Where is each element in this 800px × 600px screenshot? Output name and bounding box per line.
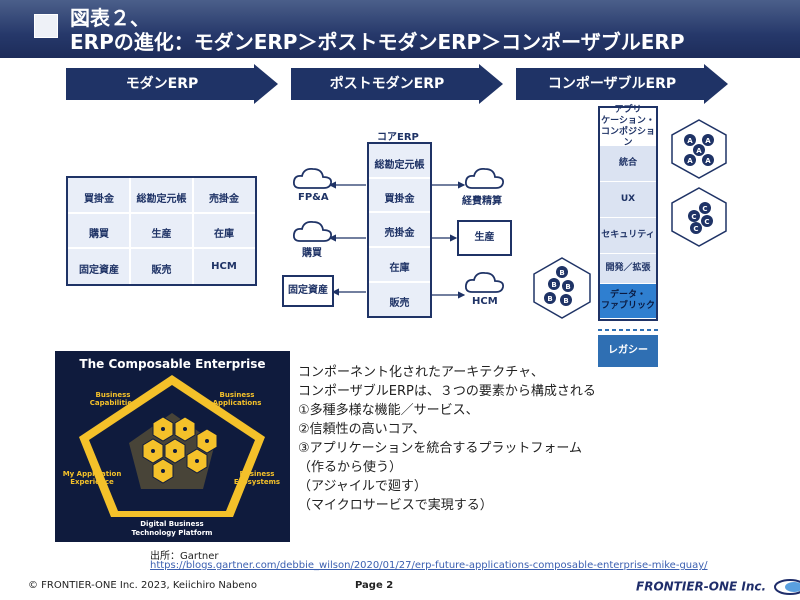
core-erp-item: 買掛金 (384, 194, 415, 205)
ce-title: The Composable Enterprise (79, 357, 266, 371)
legacy-dashes (598, 329, 658, 331)
logo-ellipse-icon (774, 579, 800, 595)
cloud-icon (292, 220, 332, 242)
hex-letter: C (702, 205, 707, 213)
hex-letter: C (693, 225, 698, 233)
hex-letter: B (565, 283, 570, 291)
arrow-composable-erp: コンポーザブルERP (516, 64, 728, 104)
desc-line: コンポーザブルERPは、３つの要素から構成される (298, 384, 596, 399)
cloud-icon (292, 167, 332, 189)
footer-page-number: Page 2 (355, 580, 394, 591)
arrow-composable-erp-label: コンポーザブルERP (547, 76, 677, 92)
stack-integration: 統合 (600, 146, 656, 182)
modern-cell: 販売 (151, 265, 172, 276)
arrow-modern-erp: モダンERP (66, 64, 278, 104)
modern-cell: HCM (211, 261, 237, 272)
cloud-icon (464, 271, 504, 293)
core-erp-item: 売掛金 (384, 228, 415, 239)
desc-line: ③アプリケーションを統合するプラットフォーム (298, 441, 583, 456)
desc-line: （作るから使う） (298, 460, 403, 475)
core-erp-item: 総勘定元帳 (374, 160, 425, 171)
logo-text: FRONTIER-ONE Inc. (636, 579, 767, 594)
hex-letter: B (559, 269, 564, 277)
hex-letter: A (705, 137, 711, 145)
desc-line: コンポーネント化されたアーキテクチャ、 (298, 365, 544, 380)
modern-cell: 買掛金 (84, 194, 114, 205)
modern-cell: 固定資産 (79, 265, 119, 276)
stack-ux: UX (600, 182, 656, 218)
slide-title-line2: ERPの進化：モダンERP＞ポストモダンERP＞コンポーザブルERP (70, 30, 685, 54)
legacy-block: レガシー (598, 335, 658, 367)
hex-cluster-b: B B B B B (533, 257, 591, 319)
slide-title-line1: 図表２、 (70, 6, 150, 30)
box-fixed-assets: 固定資産 (282, 275, 334, 307)
modern-cell: 購買 (89, 229, 109, 240)
composable-stack: アプリケーション・コンポジション 統合 UX セキュリティ 開発／拡張 データ・… (598, 104, 658, 321)
modern-erp-grid: 買掛金 総勘定元帳 売掛金 購買 生産 在庫 固定資産 販売 HCM (66, 176, 257, 286)
slide-header: 図表２、 ERPの進化：モダンERP＞ポストモダンERP＞コンポーザブルERP (0, 0, 800, 58)
hex-letter: C (691, 213, 696, 221)
modern-cell: 生産 (151, 229, 172, 240)
postmodern-connectors (328, 181, 366, 296)
arrow-modern-erp-label: モダンERP (125, 76, 199, 92)
hex-letter: A (705, 157, 711, 165)
stack-data-fabric: データ・ファブリック (600, 284, 656, 319)
hex-letter: A (687, 137, 693, 145)
hex-cluster-a: A A A A A (671, 119, 727, 179)
source-url-link[interactable]: https://blogs.gartner.com/debbie_wilson/… (150, 560, 708, 571)
box-production: 生産 (457, 220, 512, 256)
modern-cell: 売掛金 (209, 194, 239, 205)
hex-letter: A (696, 147, 702, 155)
source-label: 出所：Gartner (150, 551, 219, 562)
core-erp-label: コアERP (377, 132, 419, 143)
desc-line: ①多種多様な機能／サービス、 (298, 403, 479, 418)
arrow-postmodern-erp-label: ポストモダンERP (329, 76, 445, 92)
hex-letter: B (551, 281, 556, 289)
stack-dev-extension: 開発／拡張 (600, 254, 656, 284)
hex-letter: A (687, 157, 693, 165)
core-erp-item: 販売 (389, 298, 410, 309)
desc-line: （マイクロサービスで実現する） (298, 498, 493, 513)
modern-cell: 総勘定元帳 (136, 194, 187, 205)
postmodern-connectors-right (432, 181, 466, 299)
stack-app-composition: アプリケーション・コンポジション (600, 104, 656, 148)
hex-letter: C (704, 218, 709, 226)
core-erp-column: 総勘定元帳 買掛金 売掛金 在庫 販売 (367, 142, 432, 318)
cloud-label-expense: 経費精算 (462, 196, 502, 207)
company-logo: FRONTIER-ONE Inc. (636, 578, 800, 596)
modern-cell: 在庫 (214, 229, 234, 240)
arrow-postmodern-erp: ポストモダンERP (291, 64, 503, 104)
ce-pentagon (79, 375, 265, 517)
cloud-label-fpa: FP&A (298, 192, 329, 203)
hex-letter: B (563, 297, 568, 305)
header-square-icon (34, 14, 58, 38)
desc-line: （アジャイルで廻す） (298, 479, 427, 494)
stack-security: セキュリティ (600, 218, 656, 254)
cloud-label-hcm: HCM (472, 296, 498, 307)
footer-copyright: © FRONTIER-ONE Inc. 2023, Keiichiro Nabe… (28, 580, 257, 591)
hex-cluster-c: C C C C (671, 187, 727, 247)
core-erp-item: 在庫 (389, 263, 410, 274)
hex-letter: B (547, 295, 552, 303)
cloud-icon (464, 167, 504, 189)
desc-line: ②信頼性の高いコア、 (298, 422, 426, 437)
cloud-label-purchasing: 購買 (302, 248, 322, 259)
